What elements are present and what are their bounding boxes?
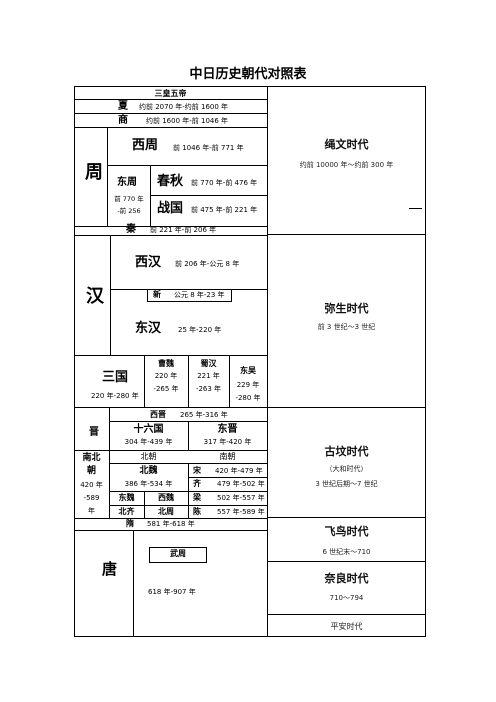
dynasty-nanbeichao-years-3: 年 — [88, 507, 95, 515]
period-kofun-sub: （大和时代） — [325, 465, 368, 473]
dynasty-shang: 商 — [118, 115, 128, 126]
dynasty-beiwei: 北魏 — [139, 466, 158, 476]
dynasty-caowei-years-2: -265 年 — [153, 385, 179, 393]
dynasty-wuzhou: 武周 — [170, 549, 186, 558]
dynasty-nanbeichao-years-2: -589 — [83, 494, 100, 502]
dynasty-xia: 夏 — [118, 101, 128, 112]
dynasty-dongzhou: 东周 — [117, 177, 137, 188]
table-frame — [74, 86, 426, 637]
dynasty-sui: 隋 — [126, 519, 134, 528]
dynasty-dongjin: 东晋 — [217, 424, 238, 435]
dynasty-liang-years: 502 年-557 年 — [217, 494, 265, 502]
dynasty-shuhan-years-2: -263 年 — [195, 385, 222, 393]
dynasty-nanbeichao-1: 南北 — [82, 453, 101, 463]
dynasty-dongwu-years-2: -280 年 — [235, 394, 261, 402]
period-yayoi-years: 前 3 世纪～3 世纪 — [317, 323, 376, 331]
period-kofun-years: 3 世纪后期～7 世纪 — [315, 480, 378, 488]
dynasty-jin: 晋 — [89, 427, 99, 438]
dynasty-dongwu: 东吴 — [240, 366, 256, 375]
period-nara-years: 710～794 — [329, 594, 364, 602]
dynasty-tang: 唐 — [102, 560, 118, 578]
period-heian: 平安时代 — [330, 622, 363, 631]
dynasty-xia-years: 约前 2070 年-约前 1600 年 — [139, 103, 229, 111]
dynasty-shuhan: 蜀汉 — [200, 359, 217, 368]
dynasty-chen: 陈 — [193, 507, 201, 516]
dynasty-donghan-years: 25 年-220 年 — [178, 326, 222, 334]
dynasty-dongzhou-years-1: 前 770 年 — [114, 195, 144, 203]
dynasty-zhanguo: 战国 — [157, 201, 184, 216]
dynasty-song-years: 420 年-479 年 — [215, 467, 263, 475]
dynasty-song: 宋 — [193, 466, 201, 475]
dynasty-zhou: 周 — [85, 162, 103, 183]
dynasty-dongzhou-years-2: -前 256 — [117, 207, 141, 215]
dynasty-xizhou: 西周 — [132, 138, 159, 153]
dynasty-beizhou: 北周 — [158, 507, 174, 516]
dynasty-nanchao: 南朝 — [219, 452, 236, 461]
dynasty-chunqiu: 春秋 — [157, 174, 184, 189]
dynasty-liang: 梁 — [193, 493, 201, 502]
dynasty-sanhuang: 三皇五帝 — [154, 89, 187, 98]
dynasty-wuzhou-box — [149, 547, 207, 563]
dynasty-chunqiu-years: 前 770 年-前 476 年 — [191, 179, 258, 187]
dynasty-chen-years: 557 年-589 年 — [217, 508, 265, 516]
dynasty-qin-years: 前 221 年-前 206 年 — [150, 226, 217, 234]
dynasty-sui-years: 581 年-618 年 — [147, 520, 195, 528]
dynasty-beichao: 北朝 — [140, 452, 157, 461]
dynasty-xihan: 西汉 — [135, 255, 162, 270]
dynasty-xiwei: 西魏 — [158, 493, 174, 502]
dynasty-xin-years: 公元 8 年-23 年 — [174, 291, 225, 299]
dynasty-nanbeichao-years-1: 420 年 — [80, 481, 103, 489]
dynasty-qi: 齐 — [193, 479, 201, 488]
dynasty-dongwei: 东魏 — [118, 493, 135, 502]
period-jomon: 绳文时代 — [324, 138, 369, 151]
dynasty-dongjin-years: 317 年-420 年 — [203, 438, 252, 446]
dynasty-zhanguo-years: 前 475 年-前 221 年 — [191, 206, 258, 214]
dynasty-qin: 秦 — [126, 224, 136, 235]
period-asuka: 飞鸟时代 — [324, 525, 369, 538]
dynasty-xizhou-years: 前 1046 年-前 771 年 — [173, 144, 244, 152]
dynasty-shiliuguo: 十六国 — [133, 424, 164, 435]
dynasty-xihan-years: 前 206 年-公元 8 年 — [175, 260, 240, 268]
dynasty-tang-years: 618 年-907 年 — [148, 588, 196, 596]
dynasty-beiwei-years: 386 年-534 年 — [124, 480, 173, 488]
dynasty-xijin-years: 265 年-316 年 — [180, 411, 228, 419]
page-title: 中日历史朝代对照表 — [189, 67, 307, 82]
dynasty-shang-years: 约前 1600 年-前 1046 年 — [146, 117, 229, 125]
dynasty-qi-years: 479 年-502 年 — [217, 480, 265, 488]
period-yayoi: 弥生时代 — [324, 302, 369, 315]
period-jomon-years: 约前 10000 年～约前 300 年 — [299, 161, 394, 169]
dynasty-xijin: 西晋 — [150, 410, 166, 419]
dynasty-nanbeichao-2: 朝 — [86, 466, 96, 476]
dynasty-caowei-years-1: 220 年 — [154, 372, 178, 380]
dynasty-han: 汉 — [86, 286, 104, 307]
dynasty-dongwu-years-1: 229 年 — [236, 381, 260, 389]
dynasty-caowei: 曹魏 — [158, 359, 174, 368]
period-asuka-years: 6 世纪末～710 — [322, 548, 371, 556]
dynasty-shuhan-years-1: 221 年 — [197, 372, 220, 380]
dynasty-xin-box — [147, 289, 232, 302]
period-nara: 奈良时代 — [324, 572, 369, 585]
dynasty-sanguo-years: 220 年-280 年 — [91, 392, 139, 400]
period-kofun: 古坟时代 — [324, 445, 369, 458]
dynasty-beiqi: 北齐 — [118, 507, 135, 516]
dynasty-xin: 新 — [153, 290, 161, 299]
dynasty-shiliuguo-years: 304 年-439 年 — [124, 438, 173, 446]
dynasty-sanguo: 三国 — [102, 370, 129, 385]
dynasty-donghan: 东汉 — [135, 321, 162, 336]
